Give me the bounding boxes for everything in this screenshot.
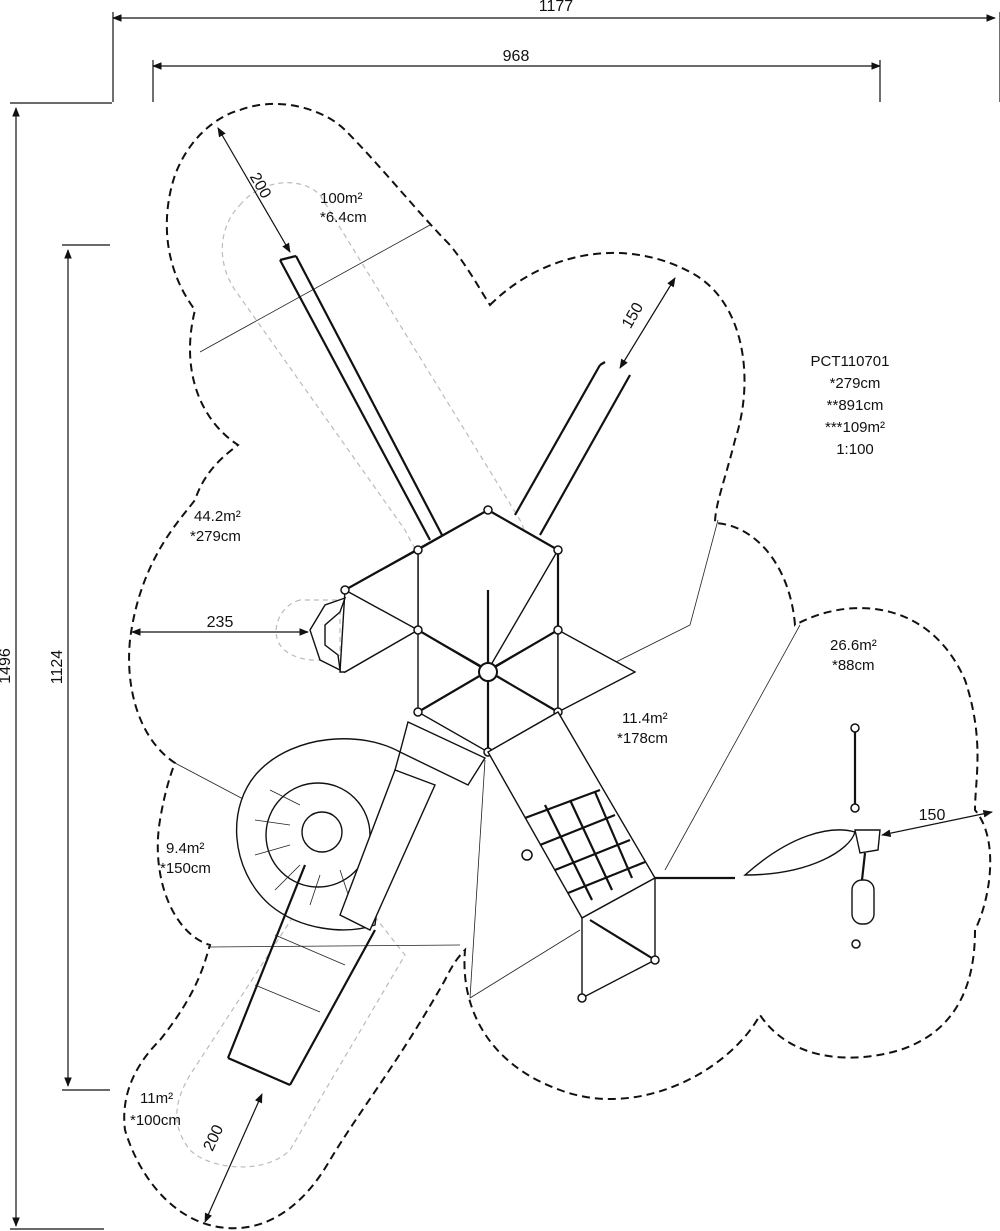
clearance-bottom-label: 200	[201, 1122, 228, 1153]
hatched-impact-areas	[176, 182, 527, 1168]
dimension-overall-height: 1496	[0, 102, 112, 1230]
play-structure	[226, 254, 881, 1087]
svg-text:*150cm: *150cm	[160, 860, 211, 877]
climbing-ladder-poles	[279, 254, 631, 541]
dimension-overall-width: 1177	[112, 0, 1000, 102]
bottom-ladder	[226, 864, 376, 1087]
svg-text:44.2m²: 44.2m²	[194, 508, 241, 525]
dimension-inner-width: 968	[152, 48, 881, 102]
product-scale: 1:100	[836, 441, 874, 458]
clearance-bottom: 200	[201, 1093, 263, 1223]
overall-width-label: 1177	[539, 0, 574, 15]
svg-text:*6.4cm: *6.4cm	[320, 209, 367, 226]
zone-label-center: 11.4m² *178cm	[617, 710, 668, 747]
zone-separator-lines	[174, 224, 801, 999]
net-bridge	[487, 711, 660, 1003]
dimension-inner-height: 1124	[49, 244, 110, 1091]
svg-text:*88cm: *88cm	[832, 657, 875, 674]
product-info: PCT110701 *279cm **891cm ***109m² 1:100	[811, 353, 890, 458]
hex-deck	[339, 505, 637, 757]
clearance-left-label: 235	[207, 614, 234, 631]
clearance-left: 235	[131, 614, 309, 636]
clearance-right: 150	[881, 807, 993, 837]
svg-text:11m²: 11m²	[140, 1090, 173, 1107]
clearance-top: 200	[217, 127, 291, 253]
svg-text:26.6m²: 26.6m²	[830, 637, 877, 654]
svg-text:100m²: 100m²	[320, 190, 363, 207]
clearance-slide-arm: 150	[619, 277, 676, 369]
slide-entry	[399, 721, 487, 786]
zone-label-bottom: 11m² *100cm	[130, 1090, 181, 1129]
clearance-slide-arm-label: 150	[619, 300, 647, 332]
svg-text:*279cm: *279cm	[190, 528, 241, 545]
zone-label-top: 100m² *6.4cm	[320, 190, 367, 226]
zone-label-left: 44.2m² *279cm	[190, 508, 241, 545]
product-area: ***109m²	[825, 419, 885, 436]
svg-text:*178cm: *178cm	[617, 730, 668, 747]
spiral-tube-slide	[235, 738, 436, 931]
product-model: PCT110701	[811, 353, 890, 370]
product-height: *279cm	[830, 375, 881, 392]
inner-width-label: 968	[503, 48, 530, 65]
svg-text:*100cm: *100cm	[130, 1112, 181, 1129]
zone-label-right: 26.6m² *88cm	[830, 637, 877, 674]
inner-height-label: 1124	[49, 650, 66, 685]
clearance-top-label: 200	[246, 170, 274, 202]
product-length: **891cm	[827, 397, 884, 414]
zone-label-lower-left: 9.4m² *150cm	[160, 840, 211, 877]
overall-height-label: 1496	[0, 648, 14, 684]
clearance-right-label: 150	[919, 807, 946, 824]
safety-zone-outline	[123, 102, 992, 1230]
rope-spinner	[655, 723, 881, 949]
svg-text:9.4m²: 9.4m²	[166, 840, 204, 857]
svg-text:11.4m²: 11.4m²	[622, 710, 668, 727]
